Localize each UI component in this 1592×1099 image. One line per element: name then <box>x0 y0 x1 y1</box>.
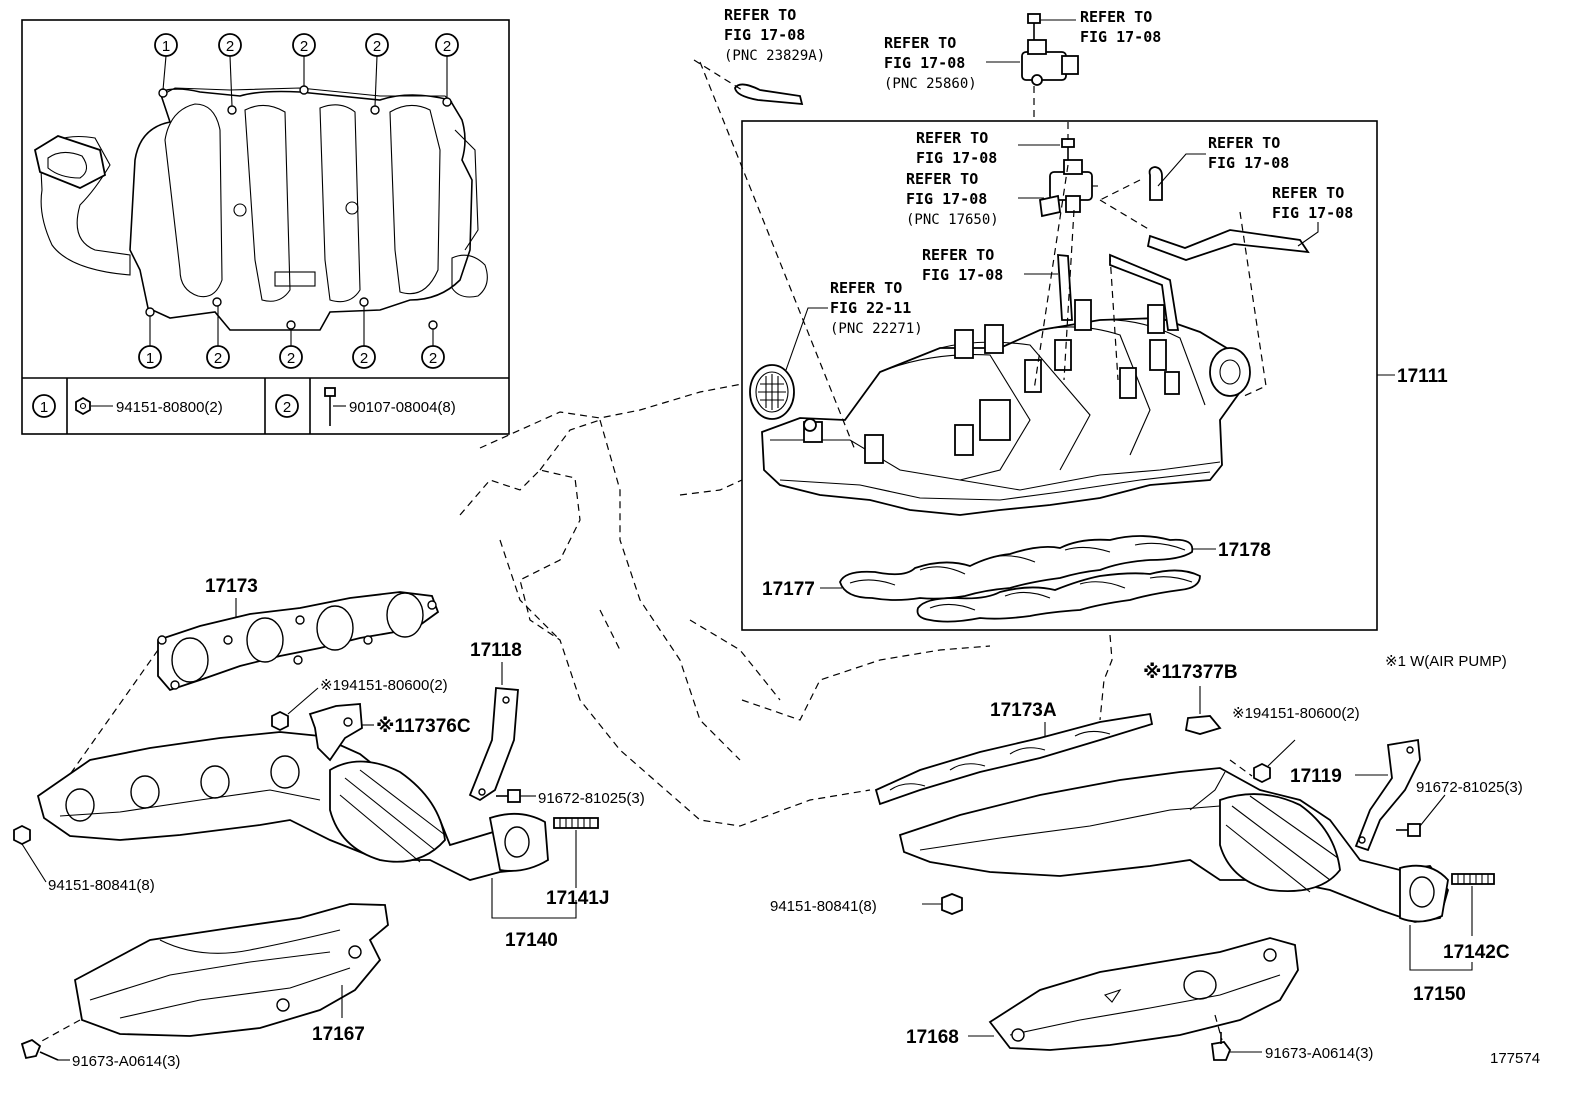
label-17173: 17173 <box>205 576 258 597</box>
label-17118: 17118 <box>470 640 522 661</box>
exhaust-gasket-right <box>874 712 1154 806</box>
nut-right <box>941 893 963 915</box>
inset-callouts-top: 1 2 2 2 2 <box>154 33 459 107</box>
label-17376C: ※117376C <box>376 716 471 737</box>
callout-bottom-4: 2 <box>360 350 368 367</box>
ref-r1-l1: REFER TO <box>724 6 796 24</box>
label-17173A: 17173A <box>990 700 1057 721</box>
intake-manifold-box: 17111 <box>741 120 1448 631</box>
label-94151-80841-right: 94151-80841(8) <box>770 898 877 915</box>
ref-r3-l2: FIG 17-08 <box>884 54 965 72</box>
ref-r9-l1: REFER TO <box>830 279 902 297</box>
label-17150: 17150 <box>1413 984 1466 1005</box>
callout-bottom-2: 2 <box>214 350 222 367</box>
bolt-91672-right <box>1396 823 1421 837</box>
nut-small-right <box>1253 762 1271 784</box>
vsv-valve-top <box>1021 39 1079 86</box>
callout-bottom-5: 2 <box>429 350 437 367</box>
inset-callouts-bottom: 1 2 2 2 2 <box>138 306 445 369</box>
legend-key-2: 2 <box>283 399 291 416</box>
label-94151-80841-left: 94151-80841(8) <box>48 877 155 894</box>
ref-r6-l1: REFER TO <box>1208 134 1280 152</box>
engine-outline-dashed <box>459 383 1113 827</box>
nut-icon <box>75 396 91 416</box>
label-17141J: 17141J <box>546 888 609 909</box>
ref-r3-l1: REFER TO <box>884 34 956 52</box>
legend-key-1: 1 <box>40 399 48 416</box>
legend-part-2: 90107-08004(8) <box>349 399 456 416</box>
ref-r5-l2: FIG 17-08 <box>906 190 987 208</box>
label-17111: 17111 <box>1397 366 1448 387</box>
ref-r4-l1: REFER TO <box>916 129 988 147</box>
inset-legend: 1 94151-80800(2) 2 90107-08004(8) <box>32 387 456 426</box>
heat-shield-right <box>988 937 1299 1051</box>
ref-r9-l3: (PNC 22271) <box>830 321 923 337</box>
label-17168: 17168 <box>906 1027 959 1048</box>
nut-small-left <box>271 710 289 732</box>
callout-top-5: 2 <box>443 38 451 55</box>
vsv-valve <box>1039 159 1098 218</box>
ref-r7-l2: FIG 17-08 <box>1272 204 1353 222</box>
bolt-small-top <box>1027 13 1041 40</box>
callout-top-3: 2 <box>300 38 308 55</box>
bolt-small-1 <box>1061 138 1075 160</box>
label-94151-80600-left: ※194151-80600(2) <box>320 677 448 694</box>
label-17167: 17167 <box>312 1024 365 1045</box>
ref-r3-l3: (PNC 25860) <box>884 76 977 92</box>
nut-left <box>13 824 31 846</box>
ref-r7-l1: REFER TO <box>1272 184 1344 202</box>
intake-manifold-top-view <box>33 85 488 331</box>
label-91673-right: 91673-A0614(3) <box>1265 1045 1373 1062</box>
bolt-icon <box>324 387 336 426</box>
ref-r4-l2: FIG 17-08 <box>916 149 997 167</box>
ref-r2-l1: REFER TO <box>1080 8 1152 26</box>
label-94151-80600-right: ※194151-80600(2) <box>1232 705 1360 722</box>
ref-r8-l1: REFER TO <box>922 246 994 264</box>
callout-top-4: 2 <box>373 38 381 55</box>
label-91673-left: 91673-A0614(3) <box>72 1053 180 1070</box>
label-17377B: ※117377B <box>1143 662 1238 683</box>
ref-r1-l2: FIG 17-08 <box>724 26 805 44</box>
callout-top-1: 1 <box>162 38 170 55</box>
manifold-gaskets <box>839 535 1201 623</box>
throttle-gasket <box>749 364 795 420</box>
label-17119: 17119 <box>1290 766 1342 787</box>
bolt-91673-right <box>1210 1032 1232 1061</box>
bolt-91673-left <box>20 1038 59 1061</box>
inset-box: 1 2 2 2 2 1 2 2 2 2 1 <box>21 19 510 435</box>
label-17142C: 17142C <box>1443 942 1510 963</box>
ref-r9-l2: FIG 22-11 <box>830 299 911 317</box>
ref-r1-l3: (PNC 23829A) <box>724 48 825 64</box>
valve-disc <box>1209 347 1251 397</box>
ref-r8-l2: FIG 17-08 <box>922 266 1003 284</box>
stud-17142C <box>1451 873 1495 885</box>
label-17177: 17177 <box>762 579 815 600</box>
callout-bottom-1: 1 <box>146 350 154 367</box>
right-exhaust: ※1 W(AIR PUMP) ※117377B 17173A ※194151-8… <box>770 653 1523 1062</box>
heat-shield-left <box>74 903 389 1037</box>
exhaust-gasket-left <box>157 591 440 692</box>
label-91672-right: 91672-81025(3) <box>1416 779 1523 796</box>
bolt-91672-left <box>496 789 521 803</box>
exhaust-manifold-right <box>898 767 1449 923</box>
left-exhaust: 17173 <box>13 576 645 1070</box>
note-air-pump: ※1 W(AIR PUMP) <box>1385 653 1507 670</box>
intake-manifold <box>761 299 1251 516</box>
ref-r5-l1: REFER TO <box>906 170 978 188</box>
top-references: REFER TO FIG 17-08 (PNC 23829A) REFER TO… <box>693 6 1161 451</box>
ref-r2-l2: FIG 17-08 <box>1080 28 1161 46</box>
label-91672-left: 91672-81025(3) <box>538 790 645 807</box>
callout-top-2: 2 <box>226 38 234 55</box>
label-17178: 17178 <box>1218 540 1271 561</box>
label-17140: 17140 <box>505 930 558 951</box>
legend-part-1: 94151-80800(2) <box>116 399 223 416</box>
figure-number: 177574 <box>1490 1050 1540 1067</box>
exhaust-manifold-left <box>36 731 549 881</box>
ref-r6-l2: FIG 17-08 <box>1208 154 1289 172</box>
ref-r5-l3: (PNC 17650) <box>906 212 999 228</box>
callout-bottom-3: 2 <box>287 350 295 367</box>
stud-17141J <box>553 817 599 829</box>
